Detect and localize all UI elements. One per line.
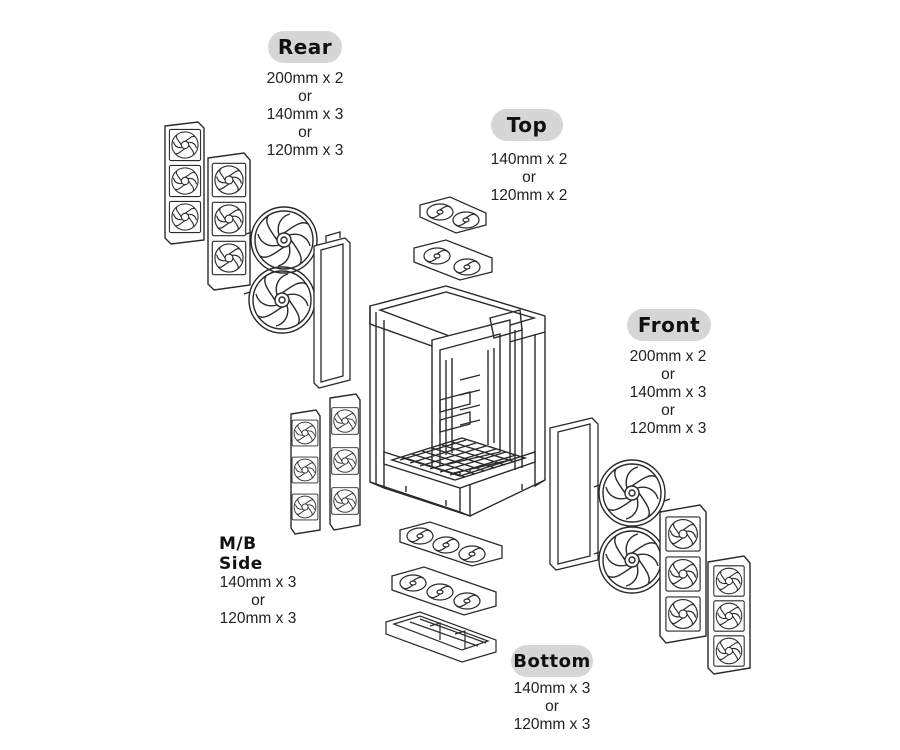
front-spec-line: or [661,366,675,383]
front-spec-line: 120mm x 3 [629,420,707,437]
bottom-radiator-2 [391,566,497,616]
rear-title: Rear [268,31,342,63]
rear-radiator-2 [207,152,251,291]
mbside-spec-line: 140mm x 3 [219,574,297,591]
bottom-spec-line: 140mm x 3 [513,680,591,697]
rear-spec-line: 120mm x 3 [266,142,344,159]
front-spec-line: or [661,402,675,419]
rear-specs: 200mm x 2 or 140mm x 3 or 120mm x 3 [250,70,360,160]
rear-spec-line: 140mm x 3 [266,106,344,123]
mbside-radiator-1 [290,409,321,535]
top-radiator-1 [419,196,487,234]
rear-spec-line: or [298,124,312,141]
front-radiator-2 [707,555,751,675]
bottom-title: Bottom [511,645,593,677]
mbside-spec-line: or [251,592,265,609]
mbside-spec-line: 120mm x 3 [219,610,297,627]
rear-radiator-1 [164,121,205,245]
front-title: Front [627,309,711,341]
bottom-radiator-1 [399,521,503,567]
mbside-radiator-2 [329,393,361,531]
bottom-spec-line: or [545,698,559,715]
rear-bracket [313,231,351,389]
rear-spec-line: 200mm x 2 [266,70,344,87]
mbside-specs: 140mm x 3 or 120mm x 3 [203,574,313,628]
front-specs: 200mm x 2 or 140mm x 3 or 120mm x 3 [613,348,723,438]
top-specs: 140mm x 2 or 120mm x 2 [474,151,584,205]
bottom-dust-filter [385,611,497,663]
top-title: Top [491,109,563,141]
front-bracket [549,417,599,571]
front-radiator-1 [659,504,707,644]
case-chassis [369,285,546,518]
top-spec-line: 120mm x 2 [490,187,568,204]
front-200mm-fans [593,459,671,594]
front-spec-line: 140mm x 3 [629,384,707,401]
front-spec-line: 200mm x 2 [629,348,707,365]
rear-spec-line: or [298,88,312,105]
top-spec-line: 140mm x 2 [490,151,568,168]
top-spec-line: or [522,169,536,186]
mbside-title: M/B Side [215,534,305,574]
bottom-spec-line: 120mm x 3 [513,716,591,733]
rear-200mm-fans [243,206,323,334]
bottom-specs: 140mm x 3 or 120mm x 3 [497,680,607,734]
top-radiator-2 [413,239,493,281]
